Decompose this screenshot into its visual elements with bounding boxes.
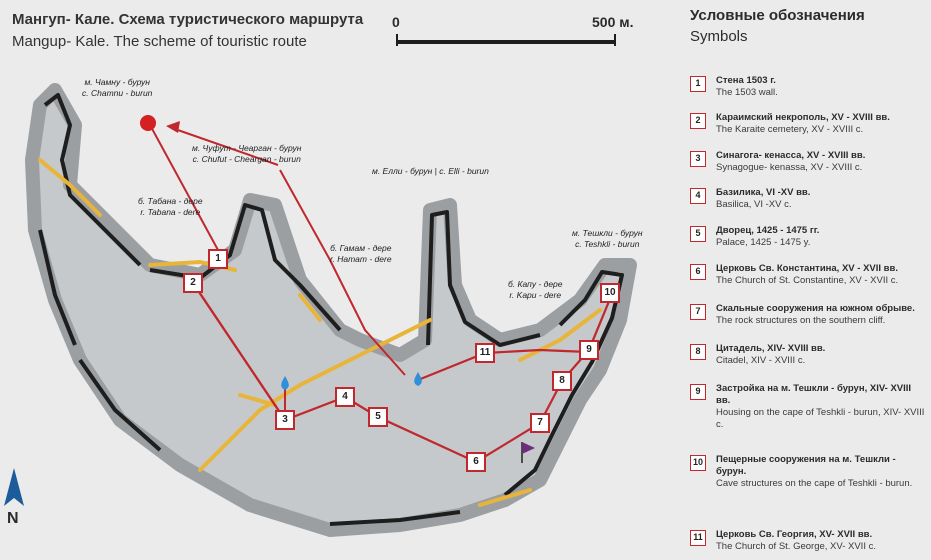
legend-number-box: 3 bbox=[690, 151, 706, 167]
legend-label-en: Cave structures on the cape of Teshkli -… bbox=[716, 478, 913, 489]
path-southwest bbox=[238, 393, 277, 407]
scale-zero-label: 0 bbox=[392, 14, 400, 30]
place-label-en: c. Teshkli - burun bbox=[575, 239, 640, 249]
pointer-chufut-stem bbox=[279, 169, 406, 376]
legend-label-ru: Синагога- кенасса, XV - XVIII вв. bbox=[716, 150, 866, 161]
legend-number-box: 6 bbox=[690, 264, 706, 280]
map-title-en: Mangup- Kale. The scheme of touristic ro… bbox=[12, 33, 307, 50]
route-stop-marker: 7 bbox=[530, 413, 550, 433]
wall-elli bbox=[426, 210, 541, 347]
legend-label-ru: Застройка на м. Тешкли - бурун, XIV- XVI… bbox=[716, 383, 912, 406]
route-stop-marker: 6 bbox=[466, 452, 486, 472]
legend-label-ru: Церковь Св. Константина, XV - XVII вв. bbox=[716, 263, 898, 274]
legend-label-en: Basilica, VI -XV c. bbox=[716, 199, 792, 210]
legend-label-en: The Church of St. George, XV- XVII c. bbox=[716, 541, 876, 552]
place-label-text: м. Елли - бурун | с. Elli - burun bbox=[372, 166, 489, 176]
place-label-gamam: б. Гамам - дере r. Hamam - dere bbox=[330, 243, 392, 265]
legend-label-ru: Пещерные сооружения на м. Тешкли - бурун… bbox=[716, 454, 896, 477]
legend-label-en: Housing on the cape of Teshkli - burun, … bbox=[716, 407, 925, 430]
place-label-en: r. Kapu - dere bbox=[509, 290, 562, 300]
legend-label-ru: Базилика, VI -XV вв. bbox=[716, 187, 811, 198]
place-label-teshkli: м. Тешкли - бурун c. Teshkli - burun bbox=[572, 228, 643, 250]
plateau-outline bbox=[25, 83, 637, 537]
north-label: N bbox=[7, 510, 19, 527]
legend-number-box: 9 bbox=[690, 384, 706, 400]
pointer-chufut bbox=[171, 127, 279, 166]
route-stop-marker: 10 bbox=[600, 283, 620, 303]
place-label-chamnu: м. Чамну - бурун c. Chamnu - burun bbox=[82, 77, 152, 99]
route-stop-marker: 8 bbox=[552, 371, 572, 391]
spring-icon bbox=[281, 376, 289, 390]
place-label-en: r. Tabana - dere bbox=[140, 207, 201, 217]
place-label-ru: б. Табана - дере bbox=[138, 196, 203, 206]
wall-south bbox=[329, 510, 461, 526]
legend-number-box: 8 bbox=[690, 344, 706, 360]
map-title-ru: Мангуп- Кале. Схема туристического маршр… bbox=[12, 11, 364, 28]
path-east bbox=[518, 308, 602, 362]
arrow-head-chufut bbox=[166, 121, 180, 133]
scale-end-label: 500 м. bbox=[592, 14, 634, 30]
place-label-en: r. Hamam - dere bbox=[330, 254, 392, 264]
wall-north bbox=[149, 203, 342, 332]
legend-label-en: The Karaite cemetery, XV - XVIII c. bbox=[716, 124, 864, 135]
flag-icon bbox=[521, 442, 535, 463]
wall-west bbox=[43, 93, 142, 267]
path-nw bbox=[298, 293, 322, 322]
place-label-kapu: б. Капу - дере r. Kapu - dere bbox=[508, 279, 563, 301]
legend-number-box: 5 bbox=[690, 226, 706, 242]
legend-label-en: Synagogue- kenassa, XV - XVIII c. bbox=[716, 162, 863, 173]
route-stop-marker: 5 bbox=[368, 407, 388, 427]
legend-label-ru: Скальные сооружения на южном обрыве. bbox=[716, 303, 915, 314]
place-label-ru: м. Тешкли - бурун bbox=[572, 228, 643, 238]
spring-icon bbox=[414, 372, 422, 386]
route-stop-marker: 2 bbox=[183, 273, 203, 293]
route-stop-marker: 1 bbox=[208, 249, 228, 269]
legend-number-box: 2 bbox=[690, 113, 706, 129]
legend-title-ru: Условные обозначения bbox=[690, 7, 865, 24]
route-stop-marker: 11 bbox=[475, 343, 495, 363]
route-branch-2 bbox=[192, 282, 286, 421]
legend-number-box: 10 bbox=[690, 455, 706, 471]
path-diagonal bbox=[198, 318, 432, 472]
place-label-tabana: б. Табана - дере r. Tabana - dere bbox=[138, 196, 203, 218]
legend-number-box: 4 bbox=[690, 188, 706, 204]
legend-number-box: 1 bbox=[690, 76, 706, 92]
legend-label-en: The Church of St. Constantine, XV - XVII… bbox=[716, 275, 899, 286]
wall-teshkli bbox=[503, 270, 624, 497]
place-label-elli: м. Елли - бурун | с. Elli - burun bbox=[372, 166, 489, 177]
legend-number-box: 7 bbox=[690, 304, 706, 320]
wall-southwest bbox=[78, 358, 162, 452]
route-stop-marker: 3 bbox=[275, 410, 295, 430]
legend-label-en: Citadel, XIV - XVIII c. bbox=[716, 355, 806, 366]
place-label-chufut: м. Чуфут - Чеарган - бурун c. Chufut - C… bbox=[192, 143, 301, 165]
place-label-ru: б. Гамам - дере bbox=[330, 243, 392, 253]
path-south bbox=[478, 488, 532, 507]
pointer-lines bbox=[149, 124, 406, 376]
route-stop-marker: 4 bbox=[335, 387, 355, 407]
legend-label-en: Palace, 1425 - 1475 y. bbox=[716, 237, 811, 248]
north-arrow-icon bbox=[4, 468, 24, 506]
legend-label-ru: Церковь Св. Георгия, XV- XVII вв. bbox=[716, 529, 873, 540]
place-label-en: c. Chufut - Cheargan - burun bbox=[192, 154, 301, 164]
legend-number-box: 11 bbox=[690, 530, 706, 546]
place-label-ru: м. Чамну - бурун bbox=[84, 77, 150, 87]
place-label-ru: м. Чуфут - Чеарган - бурун bbox=[192, 143, 302, 153]
pointer-chamnu bbox=[149, 124, 219, 251]
wall-west-lower bbox=[38, 229, 77, 346]
place-label-en: c. Chamnu - burun bbox=[82, 88, 153, 98]
legend-title-en: Symbols bbox=[690, 28, 748, 45]
route-stop-marker: 9 bbox=[579, 340, 599, 360]
path-west bbox=[38, 158, 102, 217]
legend-label-ru: Караимский некрополь, XV - XVIII вв. bbox=[716, 112, 890, 123]
defensive-walls bbox=[38, 93, 624, 526]
legend-label-ru: Стена 1503 г. bbox=[716, 75, 776, 86]
legend-label-en: The 1503 wall. bbox=[716, 87, 778, 98]
legend-label-en: The rock structures on the southern clif… bbox=[716, 315, 886, 326]
legend-label-ru: Дворец, 1425 - 1475 гг. bbox=[716, 225, 820, 236]
viewpoint-marker bbox=[140, 115, 156, 131]
scale-bar bbox=[396, 34, 616, 46]
legend-label-ru: Цитадель, XIV- XVIII вв. bbox=[716, 343, 826, 354]
place-label-ru: б. Капу - дере bbox=[508, 279, 563, 289]
